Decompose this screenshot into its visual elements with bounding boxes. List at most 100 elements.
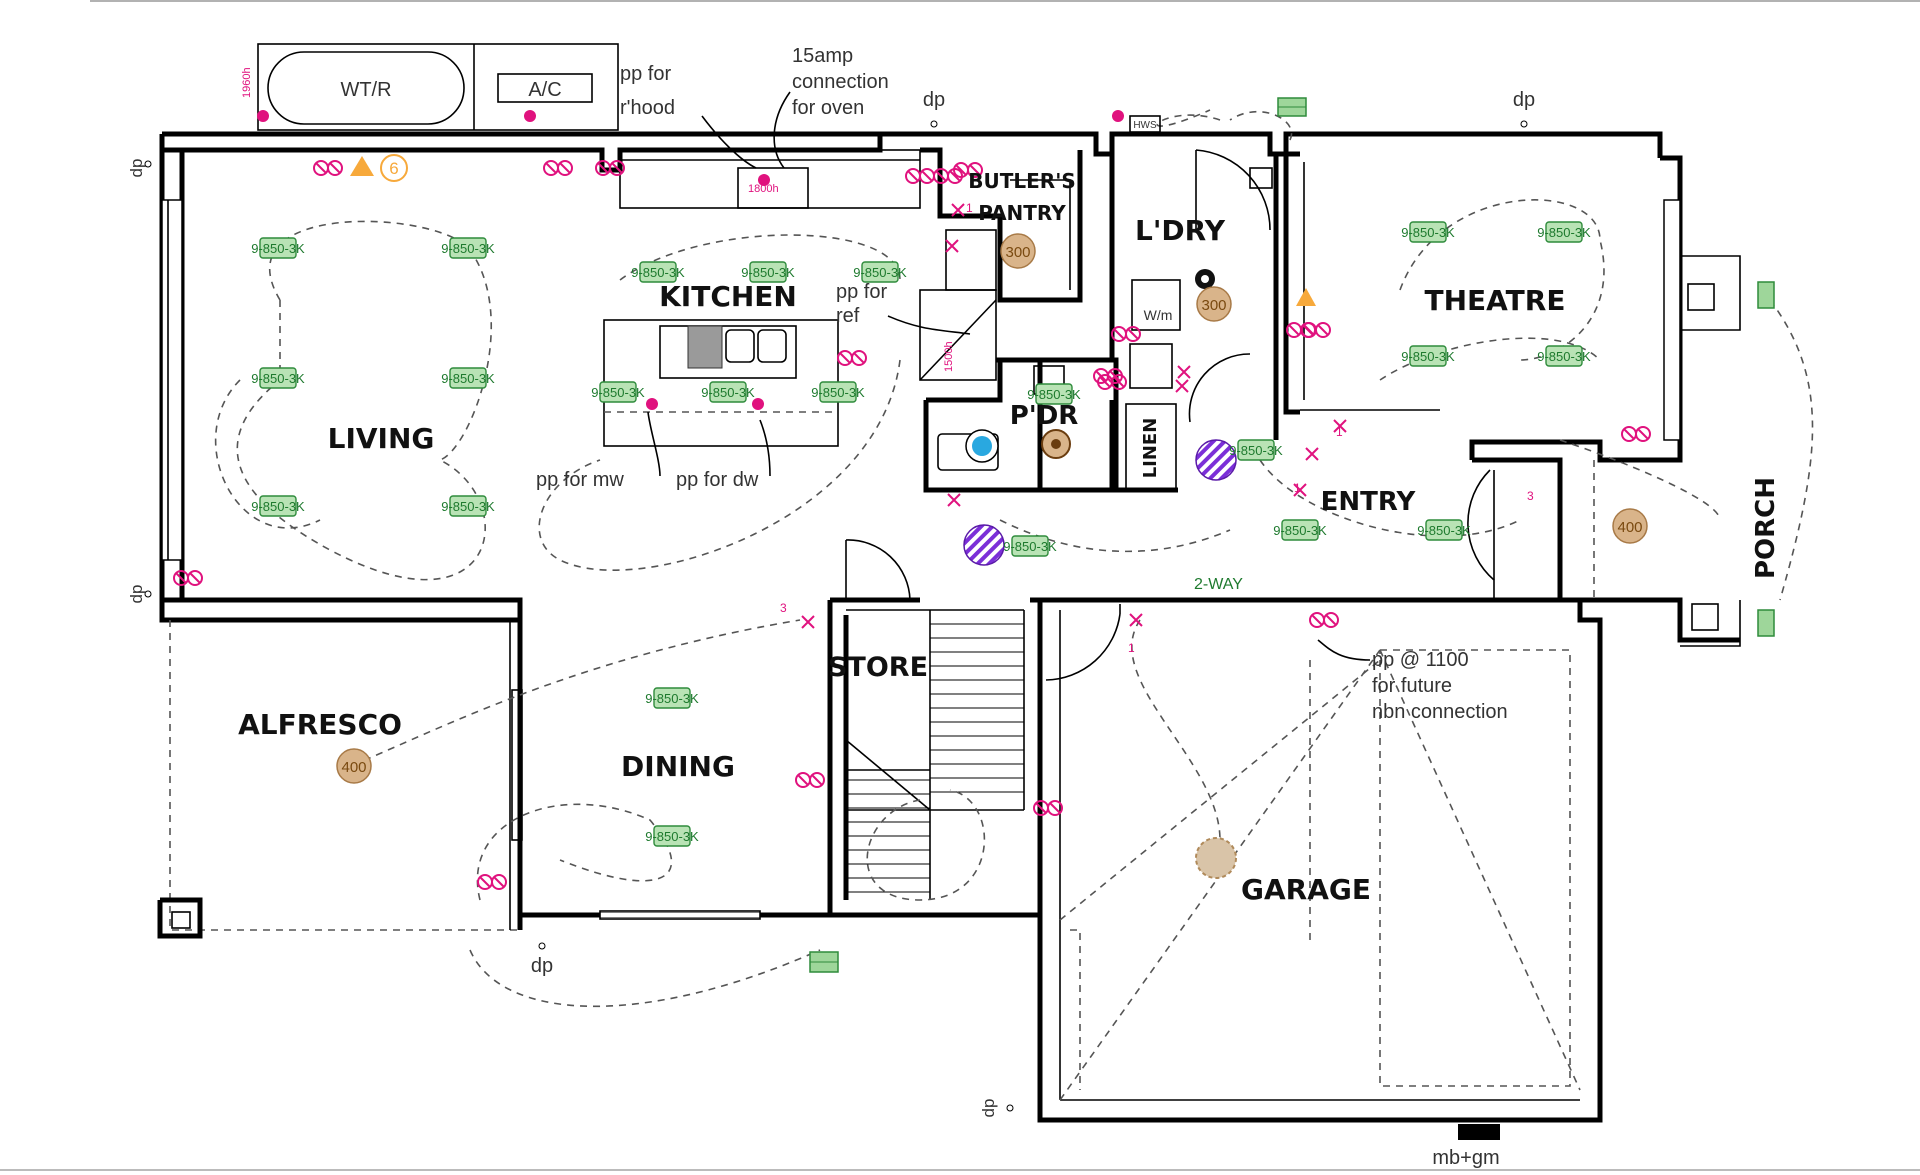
ceiling-light: 9-850-3K (631, 261, 685, 283)
power-point-icon (1033, 800, 1063, 816)
light-switch-icon (1129, 613, 1143, 627)
room-store: STORE (828, 652, 928, 683)
fan-300-pantry: 300 (1000, 233, 1036, 269)
svg-text:9-850-3K: 9-850-3K (645, 691, 699, 706)
downpipes: dp dp dp dp dp dp (127, 89, 1535, 1117)
svg-text:1: 1 (966, 201, 973, 215)
note-height-1960: 1960h (241, 67, 253, 98)
ac-unit-icon (497, 73, 593, 103)
fan-400-alfresco: 400 (336, 748, 372, 784)
light-switch-icon (1175, 379, 1189, 393)
pendant-icon (1112, 110, 1124, 122)
power-point-icon (173, 570, 203, 586)
svg-text:9-850-3K: 9-850-3K (441, 371, 495, 386)
room-butlers-2: PANTRY (978, 201, 1066, 225)
exhaust-fan-icon (965, 429, 999, 463)
downpipe-label: dp (531, 955, 553, 977)
svg-text:9-850-3K: 9-850-3K (441, 499, 495, 514)
svg-text:300: 300 (1201, 297, 1226, 314)
ceiling-light: 9-850-3K (1537, 221, 1591, 243)
ceiling-light: 9-850-3K (1401, 345, 1455, 367)
power-point-icon (1309, 612, 1339, 628)
ceiling-light: 9-850-3K (251, 367, 305, 389)
power-point-icon (1301, 322, 1331, 338)
note-ref-2: ref (836, 305, 860, 327)
svg-text:9-850-3K: 9-850-3K (631, 265, 685, 280)
note-two-way: 2-WAY (1194, 576, 1243, 593)
svg-text:3: 3 (780, 601, 787, 615)
ceiling-light: 9-850-3K (1229, 439, 1283, 461)
service-area (257, 43, 619, 131)
svg-text:9-850-3K: 9-850-3K (1401, 225, 1455, 240)
svg-text:9-850-3K: 9-850-3K (441, 241, 495, 256)
walls (157, 131, 1741, 1140)
ceiling-light: 9-850-3K (1027, 383, 1081, 405)
svg-text:9-850-3K: 9-850-3K (1003, 539, 1057, 554)
downpipe-label: dp (127, 159, 146, 178)
ac-label: A/C (528, 79, 561, 101)
svg-text:400: 400 (1617, 519, 1642, 536)
ceiling-light: 9-850-3K (1537, 345, 1591, 367)
room-porch: PORCH (1751, 477, 1781, 579)
note-nbn-2: for future (1372, 675, 1452, 697)
staircase (845, 609, 1025, 900)
meter-box-icon (1458, 1124, 1500, 1140)
room-living: LIVING (328, 422, 435, 455)
svg-text:9-850-3K: 9-850-3K (853, 265, 907, 280)
svg-text:9-850-3K: 9-850-3K (645, 829, 699, 844)
water-tank-label: WT/R (340, 79, 391, 101)
room-theatre: THEATRE (1425, 284, 1566, 317)
light-switch-icon (951, 203, 965, 217)
svg-text:9-850-3K: 9-850-3K (1229, 443, 1283, 458)
light-switch-icon (945, 239, 959, 253)
pendant-icon (752, 398, 764, 410)
room-linen: LINEN (1140, 418, 1161, 479)
svg-text:9-850-3K: 9-850-3K (741, 265, 795, 280)
svg-text:9-850-3K: 9-850-3K (591, 385, 645, 400)
power-point-icon (1111, 326, 1141, 342)
room-powder: P'DR (1010, 401, 1079, 431)
note-rhood-2: r'hood (620, 97, 675, 119)
circuit-lines (214, 109, 1814, 1008)
warning-icon (1296, 288, 1316, 306)
ceiling-light: 9-850-3K (811, 381, 865, 403)
power-point-icon (477, 874, 507, 890)
note-rhood-1: pp for (620, 63, 671, 85)
washing-machine-label: W/m (1144, 307, 1173, 323)
smoke-detector-icon (1195, 269, 1215, 289)
fan-300-laundry: 300 (1196, 286, 1232, 322)
ceiling-lights: 9-850-3K 9-850-3K 9-850-3K 9-850-3K 9-850-3K… (251, 221, 1591, 847)
warning-number: 6 (389, 159, 398, 178)
svg-text:3: 3 (1527, 489, 1534, 503)
light-switch-icon (947, 493, 961, 507)
light-switch-icon (1305, 447, 1319, 461)
note-height-1500: 1500h (943, 341, 955, 372)
ceiling-light: 9-850-3K (441, 237, 495, 259)
ceiling-light: 9-850-3K (1003, 535, 1057, 557)
ceiling-light: 9-850-3K (741, 261, 795, 283)
downpipe-label: dp (1513, 89, 1535, 111)
ceiling-light: 9-850-3K (251, 495, 305, 517)
svg-text:9-850-3K: 9-850-3K (1401, 349, 1455, 364)
note-mb-gm: mb+gm (1432, 1147, 1499, 1169)
svg-text:9-850-3K: 9-850-3K (1273, 523, 1327, 538)
note-oven-3: for oven (792, 97, 864, 119)
svg-text:300: 300 (1005, 244, 1030, 261)
power-point-icon (837, 350, 867, 366)
power-point-icon (543, 160, 573, 176)
external-light-icon (1757, 281, 1775, 309)
warning-icon (350, 156, 374, 176)
leader-arrows (647, 91, 1371, 661)
svg-text:9-850-3K: 9-850-3K (251, 371, 305, 386)
svg-text:1: 1 (1336, 425, 1343, 439)
note-ref-1: pp for (836, 281, 887, 303)
light-switch-icon (1293, 483, 1307, 497)
note-nbn-1: pp @ 1100 (1372, 649, 1469, 671)
fan-400-porch: 400 (1612, 508, 1648, 544)
light-switch-icon (1177, 365, 1191, 379)
svg-text:9-850-3K: 9-850-3K (251, 241, 305, 256)
pendant-icon (524, 110, 536, 122)
note-nbn-3: nbn connection (1372, 701, 1508, 723)
svg-text:9-850-3K: 9-850-3K (1027, 387, 1081, 402)
